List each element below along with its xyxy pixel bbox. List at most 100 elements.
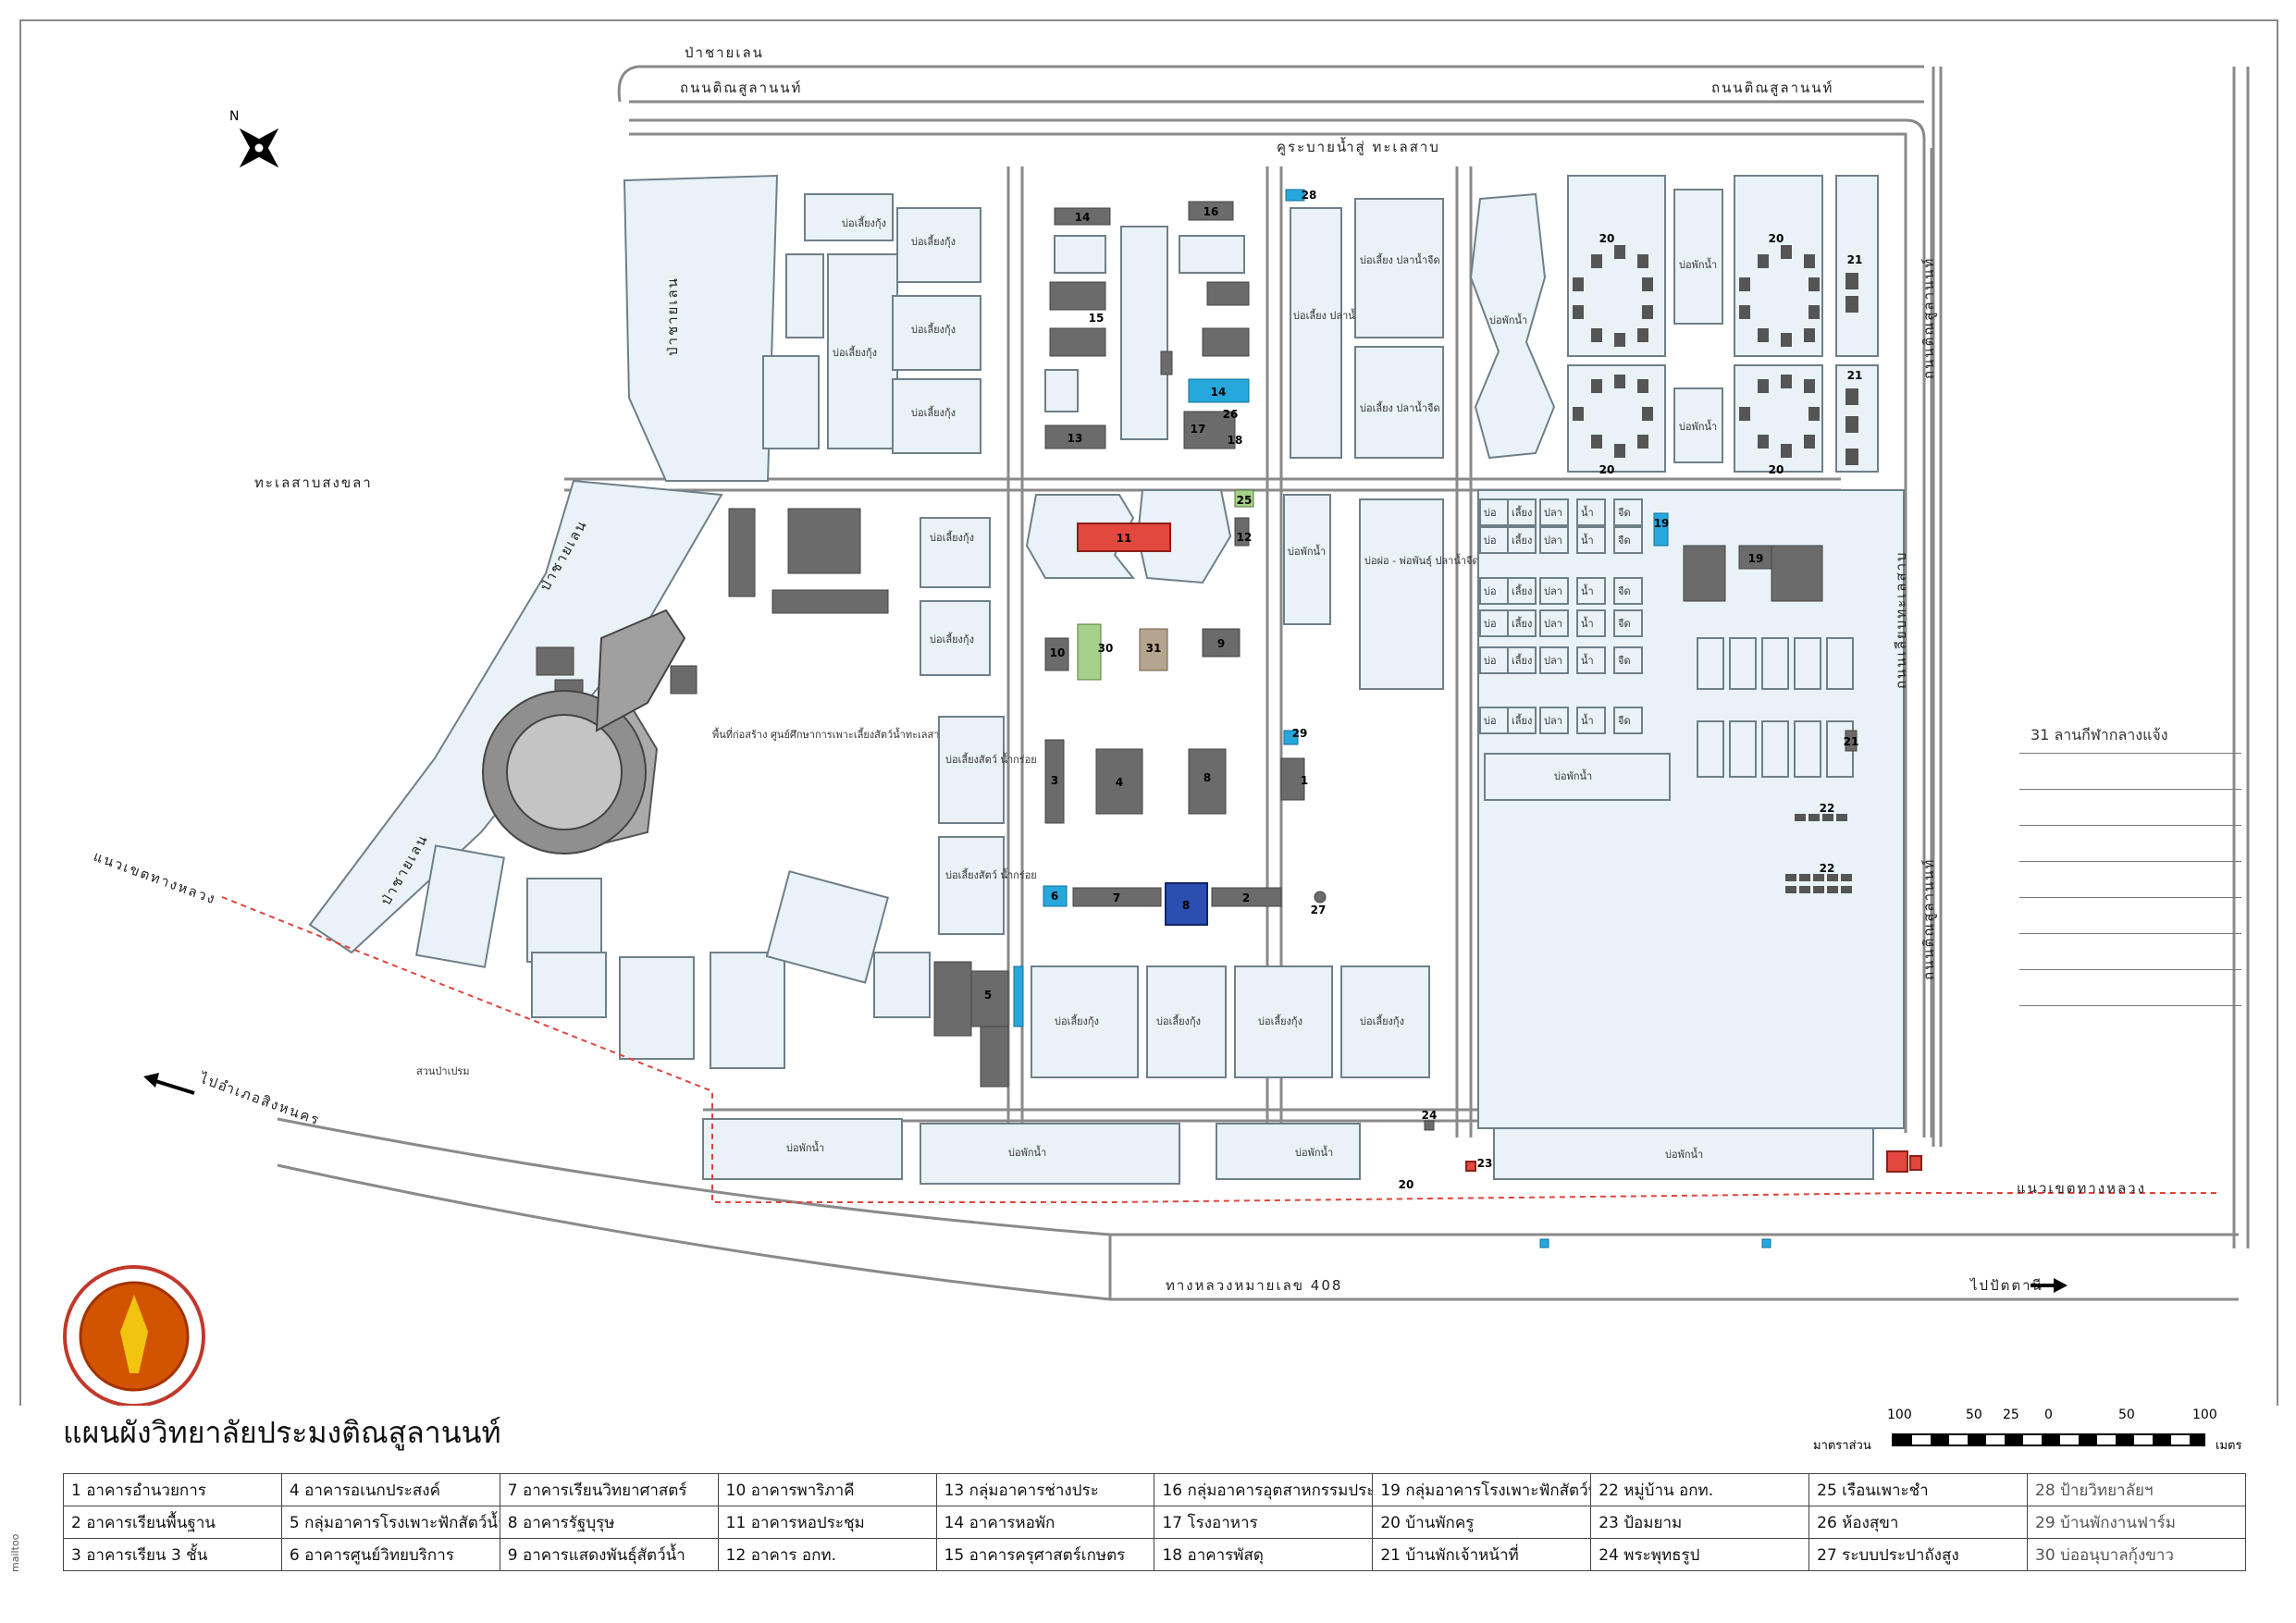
- pond: [1673, 189, 1723, 325]
- building: [1234, 517, 1250, 547]
- pond-cell: [1576, 707, 1606, 734]
- legend-item: 1 อาคารอำนวยการ: [63, 1473, 282, 1506]
- mangrove-label: ป่าชายเลน: [664, 277, 681, 356]
- pond-cell-label: เลี้ยง: [1512, 653, 1532, 667]
- legend-item: 28 ป้ายวิทยาลัยฯ: [2027, 1473, 2246, 1506]
- building-number: 9: [1217, 637, 1225, 650]
- road-label: ถนนติณสูลานนท์: [1920, 257, 1937, 379]
- pond-cell: [1539, 707, 1569, 734]
- building: [1845, 730, 1858, 752]
- arrow-left-icon: [152, 1078, 195, 1095]
- pond-label: บ่อเลี้ยง ปลาน้ำจืด: [1293, 308, 1374, 322]
- building: [1280, 757, 1305, 801]
- pond-label: บ่อเลี้ยงสัตว์ น้ำกร่อย: [945, 752, 1037, 766]
- far-right-road: [2232, 67, 2250, 1248]
- building-number: 12: [1237, 531, 1253, 544]
- side-legend-row: [2019, 898, 2241, 934]
- pond: [1283, 494, 1331, 625]
- building-number: 16: [1204, 205, 1219, 218]
- reservoir: [702, 1118, 903, 1180]
- building-number: 27: [1311, 904, 1327, 916]
- pond: [526, 878, 602, 963]
- pond-cell-label: เลี้ยง: [1512, 533, 1532, 547]
- right-road: [1932, 67, 1943, 1147]
- building: [1054, 207, 1111, 226]
- building: [1049, 327, 1106, 357]
- farm-house-marker: [1283, 730, 1299, 745]
- pond-cell: [1479, 526, 1509, 554]
- pond-label: บ่อพักน้ำ: [1679, 257, 1717, 271]
- building-number: 20: [1769, 232, 1784, 245]
- legend-item: 10 อาคารพาริภาคี: [717, 1473, 937, 1506]
- legend-item: 11 อาคารหอประชุม: [717, 1506, 937, 1539]
- pond-label: บ่อพักน้ำ: [1288, 544, 1326, 558]
- pond-cell-label: เลี้ยง: [1512, 616, 1532, 630]
- building-number: 20: [1769, 463, 1784, 476]
- residential-block: [1567, 175, 1666, 357]
- reservoir: [1469, 192, 1556, 460]
- pond: [1290, 207, 1342, 459]
- pond-cell-label: ปลา: [1544, 507, 1562, 519]
- building-legend: 1 อาคารอำนวยการ 4 อาคารอเนกประสงค์ 7 อาค…: [63, 1473, 2246, 1571]
- scale-tick: 100: [2192, 1408, 2217, 1422]
- building-number: 31: [1146, 642, 1162, 655]
- pond-cell: [1613, 526, 1643, 554]
- pond-label: บ่อพักน้ำ: [786, 1140, 824, 1154]
- pond-cell: [1576, 577, 1606, 605]
- legend-item: 4 อาคารอเนกประสงค์: [280, 1473, 500, 1506]
- pond-cell-label: เลี้ยง: [1512, 505, 1532, 519]
- legend-item: 16 กลุ่มอาคารอุตสาหกรรมประมง: [1154, 1473, 1374, 1506]
- pond-cell-label: ปลา: [1544, 585, 1562, 597]
- building: [1077, 623, 1102, 681]
- guard-post: [1909, 1155, 1922, 1171]
- pond-cell: [1539, 609, 1569, 637]
- reservoir: [1216, 1123, 1361, 1180]
- scale-bar: 100 50 25 0 50 100 มาตราส่วน เมตร: [1813, 1408, 2248, 1463]
- residential-block: [1835, 175, 1879, 357]
- pond-cell: [1539, 577, 1569, 605]
- lake-label: ทะเลสาบสงขลา: [254, 474, 373, 491]
- building-number: 11: [1117, 532, 1132, 545]
- pond-label: บ่อพักน้ำ: [1665, 1147, 1703, 1161]
- pond-cell: [1507, 646, 1537, 674]
- building: [933, 961, 972, 1037]
- pond-label: บ่อเลี้ยงกุ้ง: [1055, 1014, 1099, 1027]
- footer-note: mailtoo: [9, 1533, 21, 1572]
- building-number: 26: [1223, 408, 1239, 421]
- pond: [765, 870, 889, 984]
- aquarium-center-label: พื้นที่ก่อสร้าง ศูนย์ศึกษาการเพาะเลี้ยงส…: [712, 727, 976, 741]
- building: [1044, 637, 1069, 671]
- building-number: 20: [1599, 232, 1615, 245]
- scale-label: มาตราส่วน: [1813, 1439, 1871, 1453]
- building-number: 21: [1844, 735, 1859, 748]
- legend-row: 1 อาคารอำนวยการ 4 อาคารอเนกประสงค์ 7 อาค…: [63, 1473, 2246, 1506]
- pond-label: บ่อเลี้ยงกุ้ง: [911, 234, 956, 248]
- pond-cell-label: บ่อ: [1484, 715, 1497, 727]
- pond-cell: [1539, 646, 1569, 674]
- pond-cell-label: จืด: [1618, 585, 1631, 597]
- pond-cell-label: เลี้ยง: [1512, 584, 1532, 597]
- building: [1183, 411, 1236, 449]
- guard-post: [1465, 1161, 1476, 1172]
- college-logo: [63, 1265, 205, 1406]
- pond-cell: [1576, 526, 1606, 554]
- pond-cell-label: ปลา: [1544, 535, 1562, 547]
- mangrove-left-area: [623, 174, 779, 482]
- legend-item: 14 อาคารหอพัก: [935, 1506, 1155, 1539]
- pond-cell-label: น้ำ: [1581, 505, 1594, 519]
- pond: [1054, 235, 1106, 274]
- building: [1211, 887, 1282, 907]
- side-legend: 31 ลานกีฬากลางแจ้ง: [2019, 718, 2241, 1006]
- legend-item: 3 อาคารเรียน 3 ชั้น: [63, 1538, 282, 1571]
- pond-cell: [1479, 577, 1509, 605]
- pond-label: บ่อพักน้ำ: [1489, 313, 1527, 326]
- side-legend-row: [2019, 934, 2241, 970]
- pond-cell: [1479, 646, 1509, 674]
- pond-cell: [1576, 646, 1606, 674]
- legend-item: 27 ระบบประปาถังสูง: [1808, 1538, 2029, 1571]
- pond-label: บ่อเลี้ยง ปลาน้ำจืด: [1360, 252, 1440, 266]
- park-label: สวนป่าเปรม: [416, 1065, 469, 1077]
- pond-cell-label: น้ำ: [1581, 584, 1594, 597]
- pond-cell: [1576, 609, 1606, 637]
